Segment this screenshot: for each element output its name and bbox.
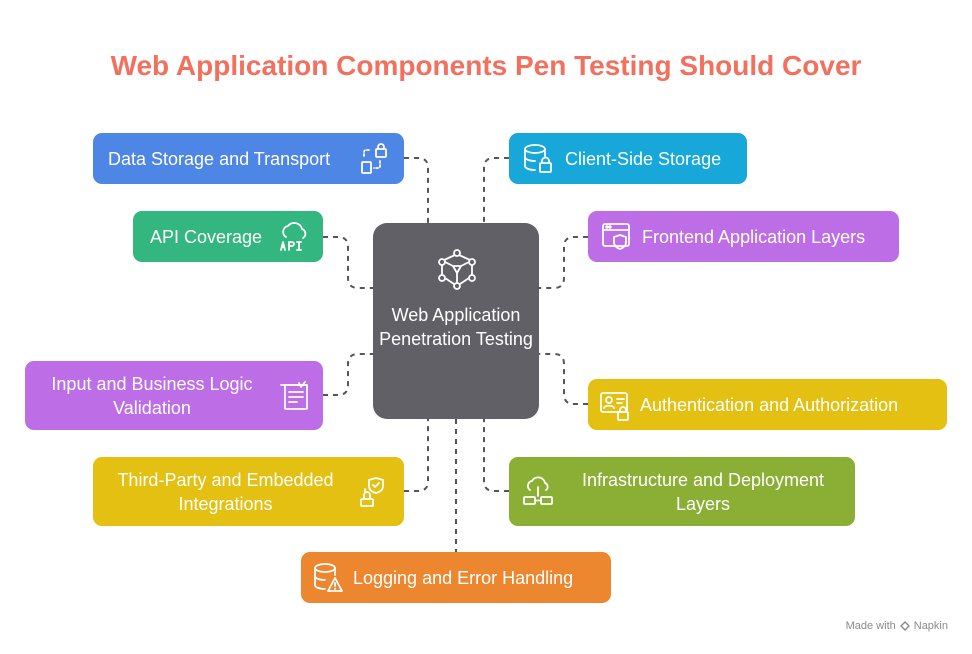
connector-auth	[539, 353, 588, 405]
component-infrastructure: Infrastructure and Deployment Layers	[509, 457, 855, 526]
connector-infrastructure	[483, 419, 509, 492]
component-label: Authentication and Authorization	[640, 394, 899, 415]
plug-shield-icon	[356, 475, 390, 509]
component-label: Frontend Application Layers	[642, 226, 866, 247]
cloud-api-icon	[277, 220, 311, 254]
connector-data-storage	[404, 157, 429, 223]
component-label: Infrastructure and Deployment Layers	[581, 469, 825, 514]
center-label: Web Application Penetration Testing	[379, 305, 533, 349]
diagram-title: Web Application Components Pen Testing S…	[110, 50, 862, 81]
center-node: Web Application Penetration Testing	[373, 223, 539, 419]
lock-transfer-icon	[358, 142, 392, 176]
component-label: Logging and Error Handling	[353, 567, 574, 588]
id-card-lock-icon	[598, 388, 632, 422]
database-warning-icon	[311, 561, 345, 595]
database-lock-icon	[521, 142, 555, 176]
footer-credit: Made with Napkin	[846, 620, 948, 632]
cloud-server-icon	[521, 475, 555, 509]
browser-shield-icon	[600, 220, 634, 254]
component-logging: Logging and Error Handling	[301, 552, 611, 603]
connector-third-party	[404, 419, 429, 492]
component-api-coverage: API Coverage	[133, 211, 323, 262]
component-client-side-storage: Client-Side Storage	[509, 133, 747, 184]
napkin-brand-text: Napkin	[913, 620, 948, 632]
network-nodes-icon	[436, 248, 478, 290]
connector-api-coverage	[323, 236, 373, 289]
component-frontend-layers: Frontend Application Layers	[588, 211, 899, 262]
connector-client-side-storage	[483, 157, 509, 223]
napkin-logo-icon	[899, 621, 910, 631]
component-label: Data Storage and Transport	[108, 148, 331, 169]
connector-frontend-layers	[539, 236, 588, 289]
component-input-validation: Input and Business Logic Validation	[25, 361, 323, 430]
connector-input-validation	[323, 353, 373, 396]
component-label: Third-Party and Embedded Integrations	[117, 469, 334, 514]
document-check-icon	[277, 379, 311, 413]
component-third-party: Third-Party and Embedded Integrations	[93, 457, 404, 526]
component-label: Input and Business Logic Validation	[51, 373, 253, 418]
component-label: Client-Side Storage	[565, 148, 722, 169]
made-with-text: Made with	[845, 620, 896, 632]
component-auth: Authentication and Authorization	[588, 379, 947, 430]
component-label: API Coverage	[150, 226, 263, 247]
component-data-storage: Data Storage and Transport	[93, 133, 404, 184]
